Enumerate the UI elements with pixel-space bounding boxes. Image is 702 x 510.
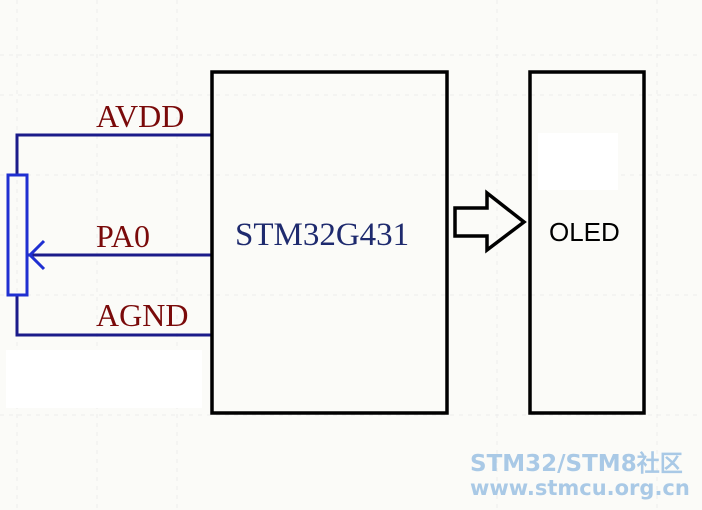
mcu-box xyxy=(210,70,449,415)
net-label-pa0: PA0 xyxy=(96,218,150,254)
potentiometer-body xyxy=(6,173,29,297)
watermark-url: www.stmcu.org.cn xyxy=(470,476,690,500)
potentiometer-symbol xyxy=(6,173,46,297)
blank-patch-right xyxy=(538,133,618,190)
oled-box xyxy=(528,70,646,415)
wire-avdd xyxy=(15,133,214,177)
data-flow-arrow xyxy=(453,189,527,254)
mcu-label: STM32G431 xyxy=(235,217,410,253)
net-label-agnd: AGND xyxy=(96,297,189,333)
potentiometer-wiper-arrow xyxy=(27,239,46,271)
blank-patch-left xyxy=(6,350,202,408)
net-label-avdd: AVDD xyxy=(96,98,185,134)
oled-label: OLED xyxy=(549,217,620,247)
wire-agnd xyxy=(15,293,214,337)
wires xyxy=(15,133,214,337)
watermark-community-name: STM32/STM8社区 xyxy=(470,451,683,477)
